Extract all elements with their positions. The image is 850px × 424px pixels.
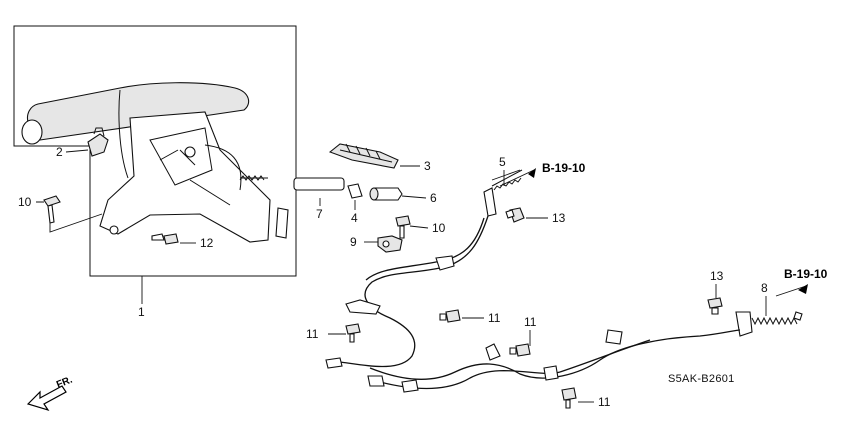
direction-label: FR. (55, 374, 74, 390)
callout-11-c: 11 (524, 315, 537, 329)
cable-bracket (543, 365, 559, 381)
callout-13-right: 13 (710, 269, 724, 283)
bolt-part-10-left (43, 195, 61, 224)
cable-bracket (605, 329, 623, 345)
diagram-code: S5AK-B2601 (668, 373, 735, 385)
callout-6: 6 (430, 191, 437, 205)
reference-arrow (528, 168, 536, 178)
bolt-part-11-a (345, 323, 361, 343)
cable-end-part-8 (735, 311, 803, 337)
callout-13-mid: 13 (552, 211, 566, 225)
cable-end (325, 357, 343, 369)
parking-brake-lever (21, 82, 289, 243)
cable-end (401, 379, 419, 393)
callout-11-a: 11 (306, 327, 319, 341)
callout-3: 3 (424, 159, 431, 173)
cable-bracket (345, 299, 381, 315)
callout-2: 2 (56, 145, 63, 159)
callout-11-d: 11 (598, 395, 611, 409)
callout-10-mid: 10 (432, 221, 446, 235)
leader-lines (36, 149, 807, 403)
bolt-part-11-d (561, 387, 577, 409)
clip-part-2 (87, 127, 109, 157)
cable-bracket (435, 255, 455, 271)
reference-label-upper: B-19-10 (542, 161, 586, 175)
callout-7: 7 (316, 207, 323, 221)
bolt-part-10-mid (395, 215, 411, 239)
bolt-part-11-c (509, 343, 531, 357)
ratchet-part-3 (328, 143, 399, 169)
pawl-part-4 (347, 183, 363, 199)
callout-9: 9 (350, 235, 357, 249)
callout-10-left: 10 (18, 195, 32, 209)
button-part-6 (369, 187, 403, 201)
callout-11-b: 11 (488, 311, 501, 325)
cable-bracket (485, 343, 501, 361)
clip-part-9 (377, 235, 403, 253)
callout-5: 5 (499, 155, 506, 169)
callout-8: 8 (761, 281, 768, 295)
reference-label-right: B-19-10 (784, 267, 828, 281)
adjuster-rod-part-5 (483, 169, 523, 217)
reference-arrow (798, 284, 808, 294)
callout-12: 12 (200, 236, 214, 250)
assembly-group-outline (13, 25, 297, 277)
cable-end (367, 375, 385, 387)
callout-1: 1 (138, 305, 145, 319)
bolt-part-12 (151, 233, 179, 245)
bolt-part-11-b (439, 309, 461, 323)
bolt-part-13-right (707, 297, 723, 315)
callout-4: 4 (351, 211, 358, 225)
front-arrow-icon (26, 385, 67, 412)
bolt-part-13-mid (505, 207, 525, 223)
